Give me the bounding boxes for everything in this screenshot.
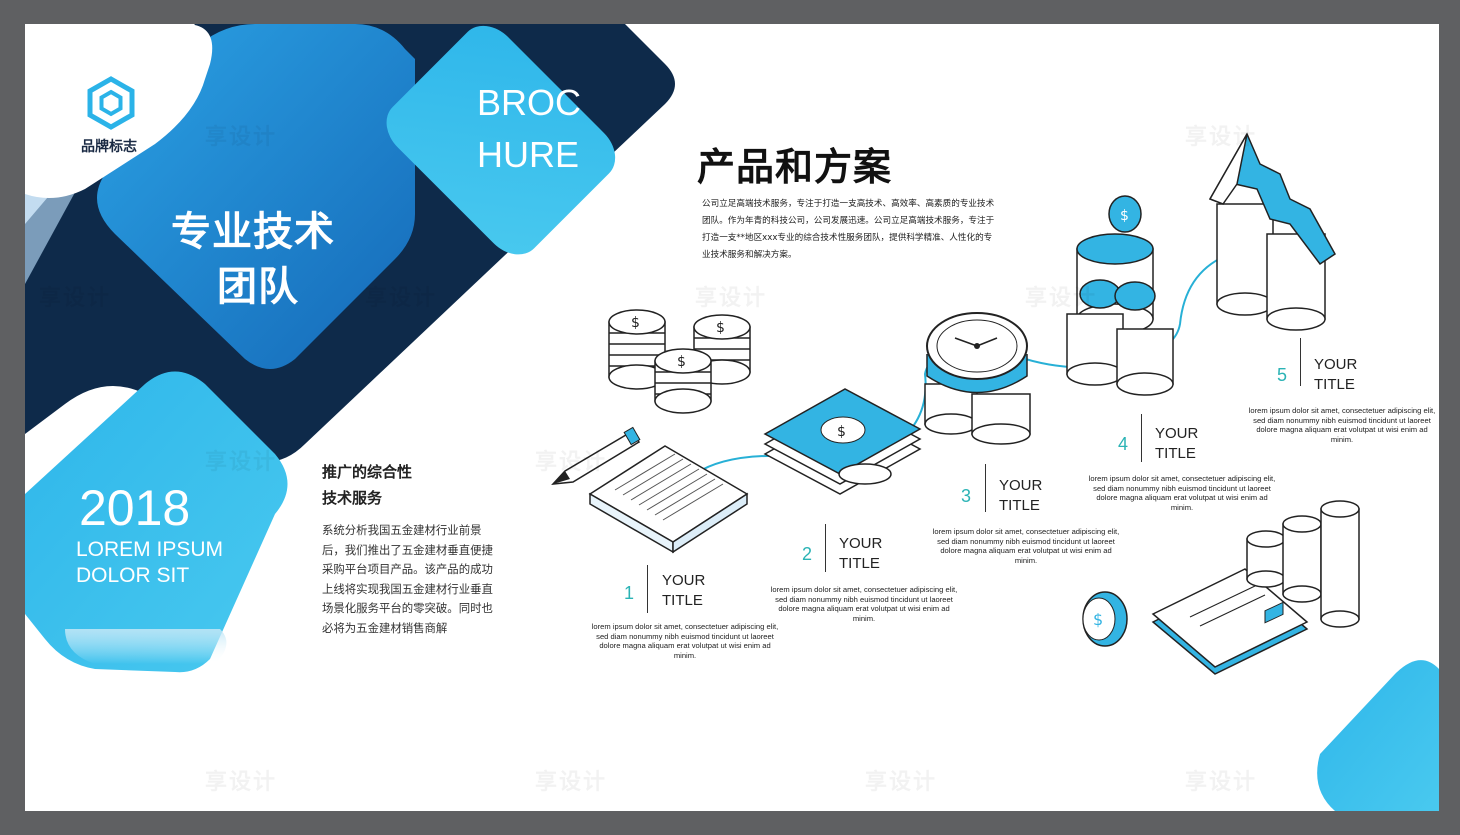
- step-divider: [985, 464, 986, 512]
- brochure-board: $ $ $: [25, 24, 1439, 811]
- step-divider: [1300, 338, 1301, 386]
- subsection-body: 系统分析我国五金建材行业前景后，我们推出了五金建材垂直便捷采购平台项目产品。该产…: [322, 523, 493, 635]
- hero-title-line2: 团队: [217, 264, 299, 310]
- brochure-title-line1: BROC: [477, 82, 582, 123]
- background-graphics: $ $ $: [25, 24, 1439, 811]
- watermark: 享设计: [205, 450, 278, 475]
- watermark: 享设计: [39, 286, 112, 311]
- section-description: 公司立足高端技术服务，专注于打造一支高技术、高效率、高素质的专业技术团队。作为年…: [702, 199, 995, 260]
- notepad-icon: [588, 445, 749, 554]
- brand-label: 品牌标志: [81, 139, 137, 155]
- hero-title-line1: 专业技术: [171, 209, 335, 255]
- step-number: 5: [1277, 365, 1288, 385]
- step-description: lorem ipsum dolor sit amet, consectetuer…: [1248, 406, 1436, 444]
- watermark: 享设计: [695, 286, 768, 311]
- svg-text:$: $: [837, 424, 846, 440]
- svg-text:$: $: [716, 320, 725, 336]
- step-number: 4: [1118, 434, 1129, 454]
- step-divider: [825, 524, 826, 572]
- step-description: lorem ipsum dolor sit amet, consectetuer…: [932, 527, 1120, 565]
- step-divider: [647, 565, 648, 613]
- cylinder-icon: [1246, 500, 1360, 628]
- watermark: 享设计: [1185, 770, 1258, 795]
- step-divider: [1141, 414, 1142, 462]
- watermark: 享设计: [205, 770, 278, 795]
- badge-line2: DOLOR SIT: [76, 564, 190, 587]
- coin-stack-icon: $ $ $: [608, 309, 751, 414]
- watermark: 享设计: [535, 450, 608, 475]
- section-title: 产品和方案: [697, 145, 893, 189]
- step-number: 2: [802, 544, 813, 564]
- brochure-title-line2: HURE: [477, 134, 580, 175]
- watermark: 享设计: [1025, 286, 1098, 311]
- svg-text:$: $: [631, 315, 640, 331]
- watermark: 享设计: [1185, 125, 1258, 150]
- svg-text:$: $: [1093, 610, 1103, 629]
- watermark: 享设计: [205, 125, 278, 150]
- badge-shape: [25, 371, 288, 673]
- svg-text:$: $: [1120, 208, 1129, 224]
- badge-year: 2018: [79, 480, 191, 536]
- banknote-icon: $: [763, 388, 922, 495]
- badge-line1: LOREM IPSUM: [76, 538, 224, 561]
- step-description: lorem ipsum dolor sit amet, consectetuer…: [591, 622, 779, 660]
- hexagon-logo-icon: [87, 76, 135, 130]
- subsection-title-line2: 技术服务: [322, 489, 383, 507]
- subsection-title-line1: 推广的综合性: [322, 463, 413, 481]
- chart-arrow-icon: [1208, 132, 1336, 331]
- step-number: 1: [624, 583, 635, 603]
- credit-card-icon: [1151, 568, 1309, 675]
- coin-jar-icon: $: [1066, 195, 1174, 396]
- step-number: 3: [961, 486, 972, 506]
- step-description: lorem ipsum dolor sit amet, consectetuer…: [770, 585, 958, 623]
- watermark: 享设计: [865, 770, 938, 795]
- watermark: 享设计: [365, 286, 438, 311]
- corner-shape: [1317, 660, 1439, 811]
- pencil-icon: [551, 426, 641, 485]
- svg-text:$: $: [677, 354, 686, 370]
- clock-icon: [924, 312, 1031, 445]
- step-description: lorem ipsum dolor sit amet, consectetuer…: [1088, 474, 1276, 512]
- coin-icon: $: [1082, 591, 1128, 647]
- watermark: 享设计: [535, 770, 608, 795]
- brochure-shape: [386, 25, 616, 255]
